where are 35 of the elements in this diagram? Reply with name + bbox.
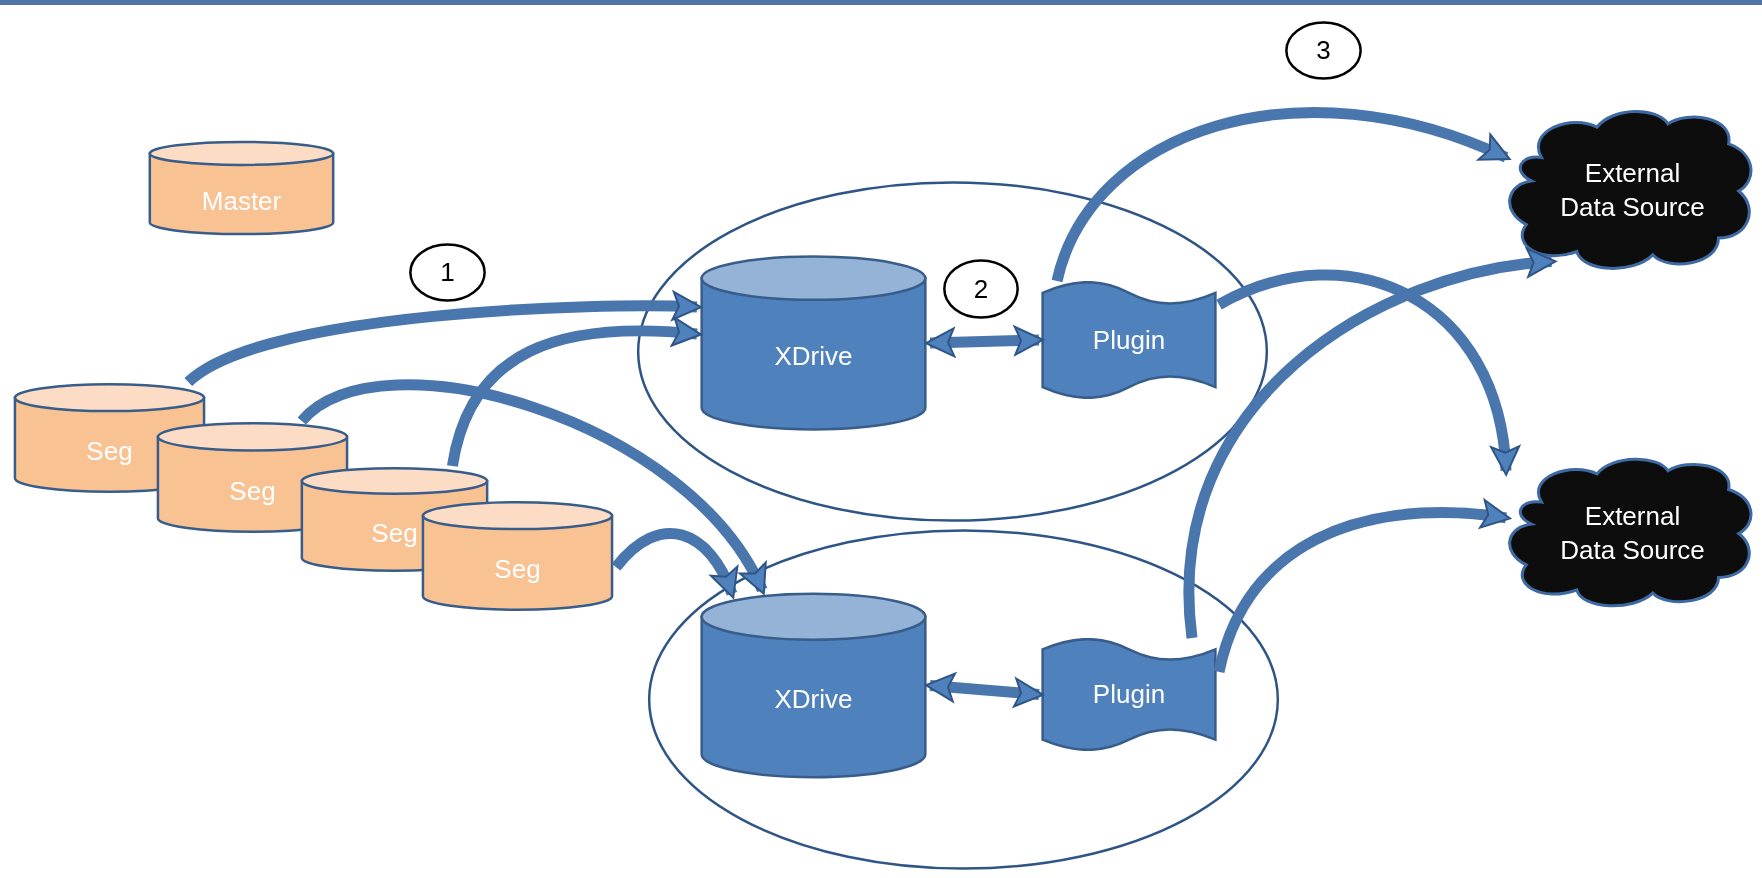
node-label: Seg: [86, 435, 133, 469]
node-label: Plugin: [1092, 678, 1166, 711]
node-label: Plugin: [1092, 323, 1166, 357]
node-label: Seg: [229, 474, 276, 508]
database-cylinder: [697, 590, 930, 781]
arrow: [298, 379, 768, 595]
node-label: 1: [440, 256, 455, 289]
arrow: [925, 672, 1044, 708]
arrow: [1051, 107, 1511, 283]
database-cylinder: [697, 253, 930, 433]
step-number-circle: [942, 258, 1020, 320]
node-label: Seg: [494, 553, 541, 587]
arrow: [611, 528, 738, 599]
group-ellipse: [635, 180, 1270, 523]
node-label: Master: [201, 184, 282, 218]
database-cylinder: [146, 140, 337, 236]
document-shape: [1039, 638, 1219, 751]
arrow: [1216, 269, 1519, 476]
node-label: External Data Source: [1559, 157, 1706, 224]
step-number-circle: [408, 242, 487, 303]
document-shape: [1039, 281, 1219, 399]
node-label: Seg: [371, 516, 418, 550]
node-label: XDrive: [774, 682, 853, 716]
arrow: [1213, 499, 1511, 674]
arrow: [185, 291, 702, 387]
node-label: XDrive: [774, 340, 853, 374]
step-number-circle: [1284, 20, 1363, 81]
arrow: [1183, 249, 1557, 639]
group-ellipse: [646, 528, 1281, 871]
node-label: 2: [973, 272, 989, 306]
node-label: External Data Source: [1559, 499, 1706, 567]
node-label: 3: [1316, 34, 1331, 67]
arrow: [925, 325, 1044, 358]
database-cylinder: [419, 500, 616, 612]
arrow: [447, 317, 702, 468]
